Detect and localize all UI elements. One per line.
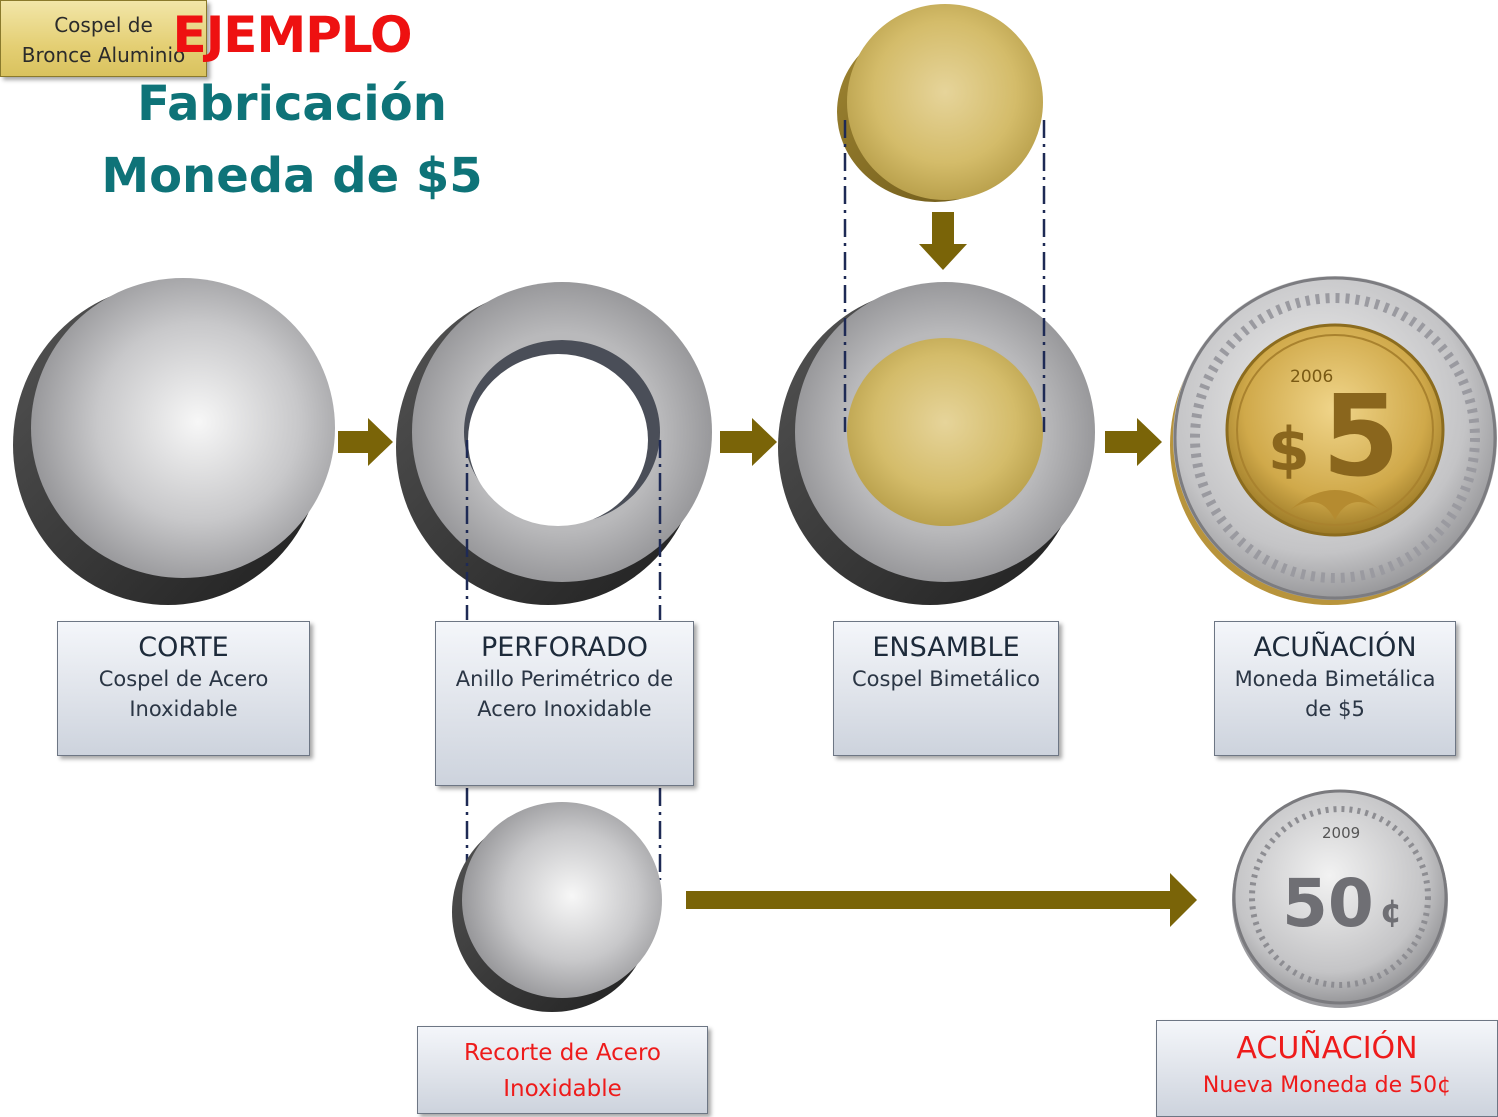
coin-5-year: 2006 <box>1290 367 1333 387</box>
step-perforado-title: PERFORADO <box>480 632 649 663</box>
coin-5-pesos <box>1170 276 1497 605</box>
step-perforado-desc-1: Anillo Perimétrico de <box>455 667 674 691</box>
arrow-right-3 <box>1105 418 1162 466</box>
step-box-ensamble: ENSAMBLE Cospel Bimetálico <box>833 621 1059 756</box>
bronze-blank-disc <box>837 4 1043 202</box>
coin-50-cents <box>1232 789 1448 1008</box>
new-coin-desc: Nueva Moneda de 50¢ <box>1202 1073 1452 1098</box>
coin-5-symbol: $ <box>1268 415 1310 485</box>
bronze-label-line2: Bronce Aluminio <box>21 43 186 67</box>
coin-50-year: 2009 <box>1322 824 1360 842</box>
steel-blank-disc <box>13 278 335 605</box>
step-perforado-desc-2: Acero Inoxidable <box>477 697 652 721</box>
step-acunacion-desc-1: Moneda Bimetálica <box>1234 667 1436 691</box>
steel-ring-disc <box>396 282 712 605</box>
scrap-line1: Recorte de Acero <box>464 1040 661 1066</box>
title-example: EJEMPLO <box>172 6 413 64</box>
title-coin: Moneda de $5 <box>101 148 483 204</box>
arrow-down <box>919 212 967 270</box>
step-corte-desc-1: Cospel de Acero <box>98 667 269 691</box>
new-coin-title: ACUÑACIÓN <box>1236 1031 1418 1066</box>
bronze-blank-label: Cospel de Bronce Aluminio <box>0 0 207 77</box>
new-coin-box: ACUÑACIÓN Nueva Moneda de 50¢ <box>1156 1020 1498 1117</box>
scrap-box: Recorte de Acero Inoxidable <box>417 1026 708 1114</box>
step-ensamble-desc-1: Cospel Bimetálico <box>852 667 1040 691</box>
bronze-guide-lines <box>843 120 1046 432</box>
step-corte-desc-2: Inoxidable <box>129 697 238 721</box>
step-ensamble-title: ENSAMBLE <box>872 632 1020 663</box>
arrow-long-right <box>686 873 1197 927</box>
coin-50-value: 50 <box>1282 865 1374 942</box>
step-corte-title: CORTE <box>138 632 229 663</box>
scrap-line2: Inoxidable <box>503 1076 622 1102</box>
step-box-perforado: PERFORADO Anillo Perimétrico de Acero In… <box>435 621 694 786</box>
bronze-label-line1: Cospel de <box>54 13 153 37</box>
step-acunacion-title: ACUÑACIÓN <box>1253 632 1417 663</box>
coin-50-unit: ¢ <box>1380 892 1402 930</box>
step-box-corte: CORTE Cospel de Acero Inoxidable <box>57 621 310 756</box>
bimetal-blank-disc <box>778 282 1095 605</box>
arrow-right-1 <box>338 418 393 466</box>
step-acunacion-desc-2: de $5 <box>1305 697 1365 721</box>
title-fabrication: Fabricación <box>137 76 447 132</box>
arrow-right-2 <box>720 418 777 466</box>
steel-scrap-slug <box>452 802 662 1012</box>
coin-5-value: 5 <box>1322 372 1400 502</box>
step-box-acunacion: ACUÑACIÓN Moneda Bimetálica de $5 <box>1214 621 1456 756</box>
